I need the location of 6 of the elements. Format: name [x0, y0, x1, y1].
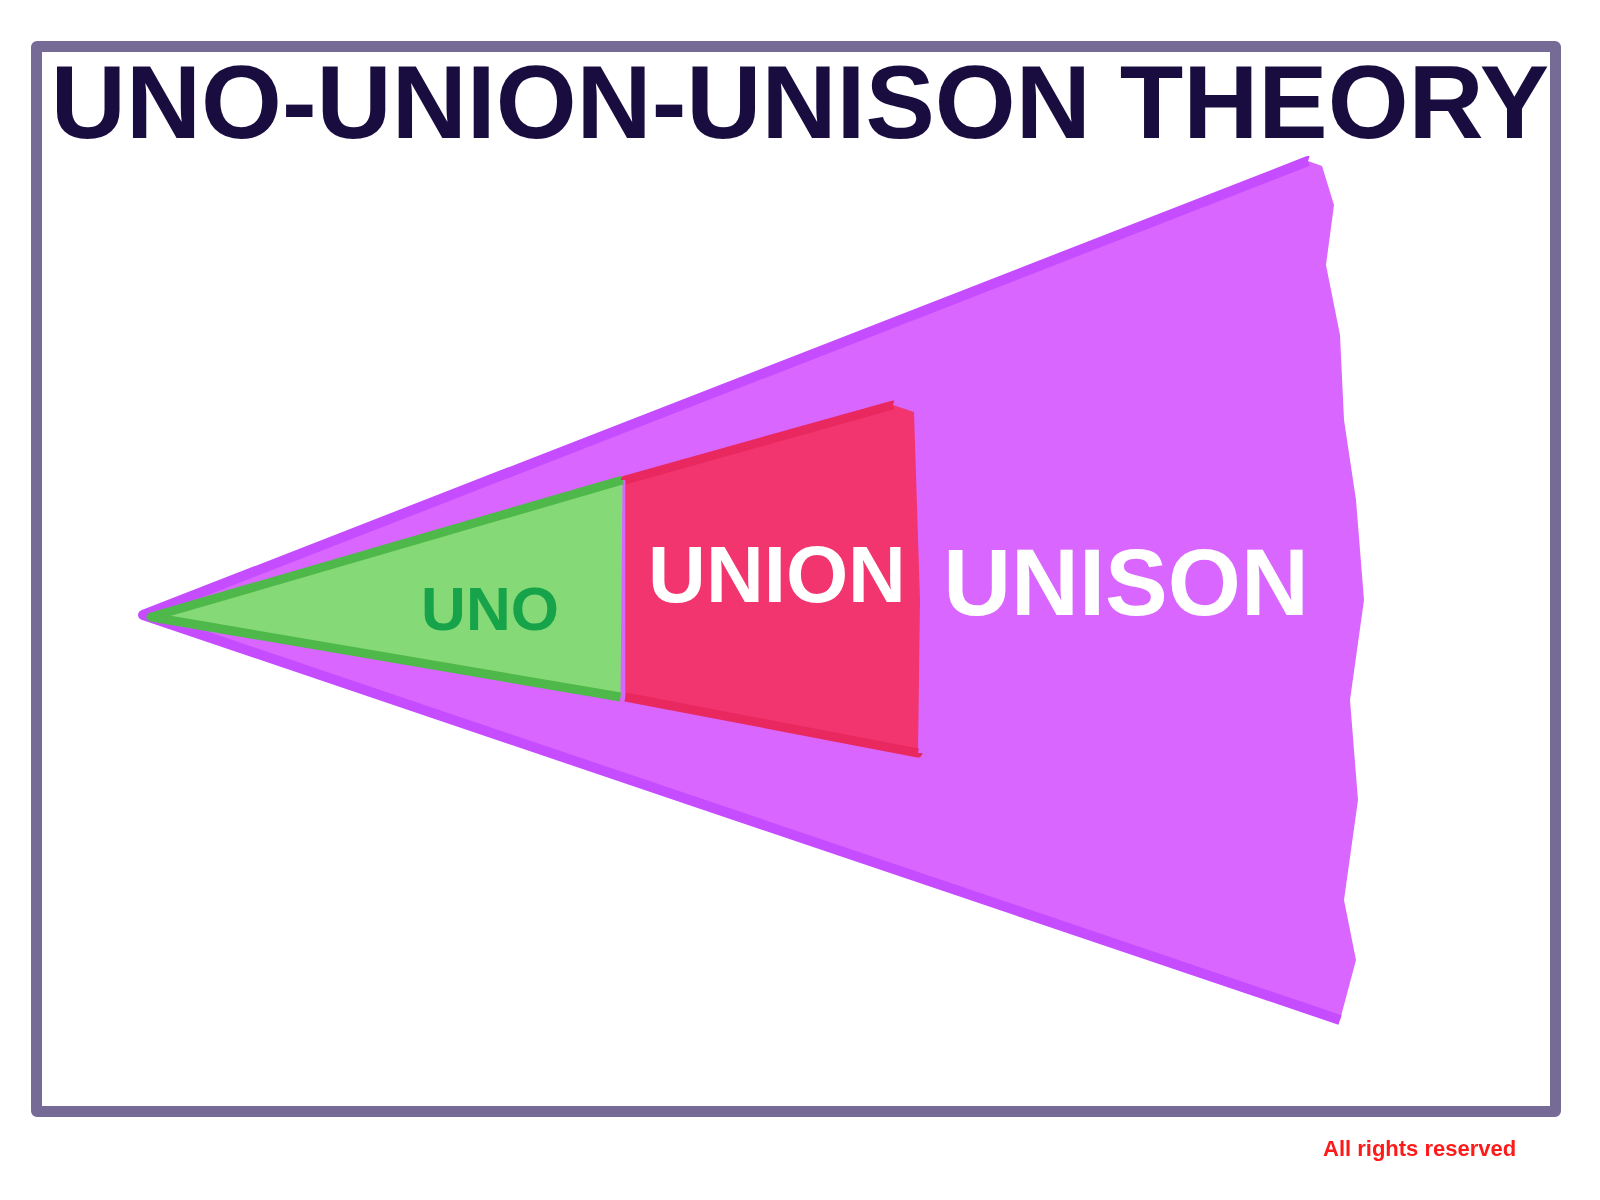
copyright-note: All rights reserved — [1323, 1136, 1517, 1162]
region-label: UNO — [421, 578, 559, 640]
diagram-title: UNO-UNION-UNISON THEORY — [50, 50, 1550, 154]
region-label: UNISON — [943, 536, 1309, 630]
triangle-region — [149, 474, 624, 703]
region-label: UNION — [648, 535, 906, 615]
